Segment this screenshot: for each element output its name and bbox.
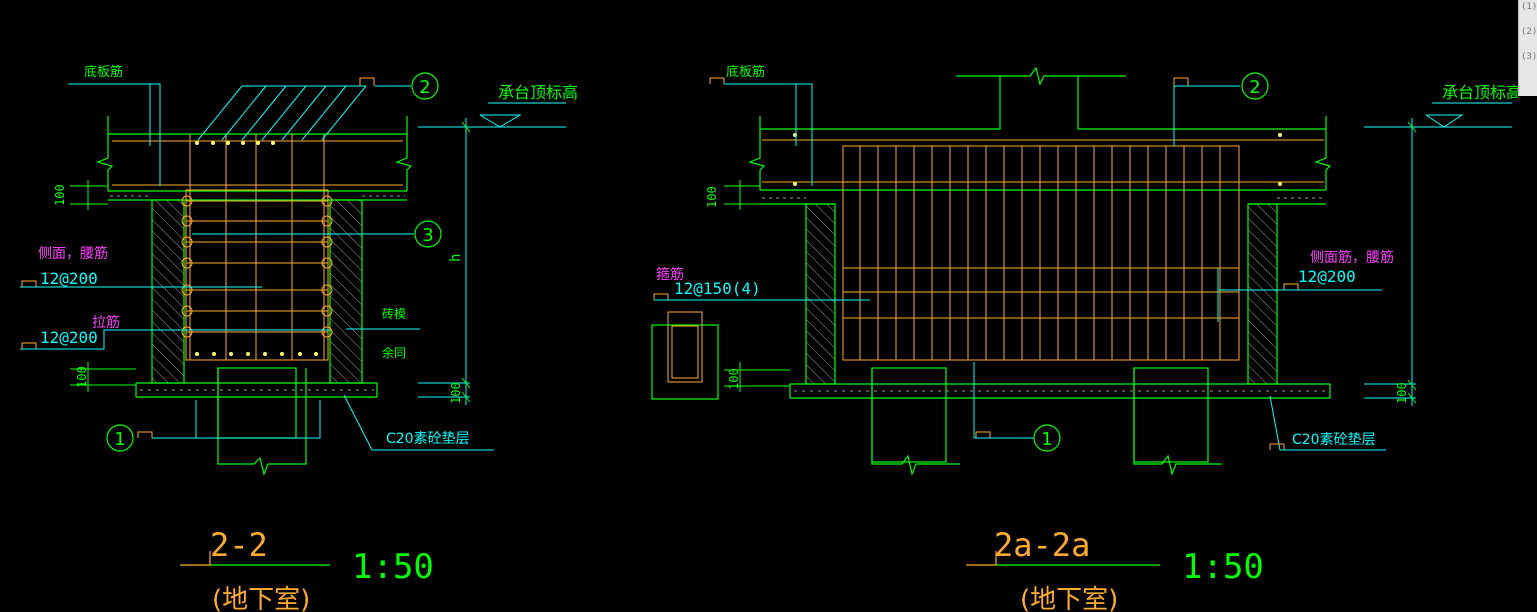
spec-flags <box>21 77 375 438</box>
section-title: 2a-2a <box>994 526 1090 564</box>
section-scale: 1:50 <box>1182 547 1264 587</box>
marker-2-label: 2 <box>419 77 430 98</box>
side-panel-item[interactable]: (3) <box>1521 52 1537 62</box>
top-elevation-label: 承台顶标高 <box>1442 83 1518 102</box>
section-scale: 1:50 <box>352 547 434 587</box>
slab-outline <box>96 116 413 476</box>
rebar-verticals <box>859 146 1221 360</box>
marker-2[interactable]: 2 <box>1241 72 1269 100</box>
concrete-texture <box>110 195 405 391</box>
remaining-label: 余同 <box>382 345 406 360</box>
marker-1-label: 1 <box>114 429 125 450</box>
slab-outline <box>651 66 1332 477</box>
concrete-texture <box>762 197 1326 392</box>
stirrup-spec: 12@150(4) <box>674 279 761 298</box>
stirrup-label: 箍筋 <box>656 266 684 283</box>
section-2a-2a: 2 1 底板筋 承台顶标高 箍筋 12@150(4) 侧面筋，腰筋 12@200… <box>651 64 1518 612</box>
marker-2[interactable]: 2 <box>411 72 439 100</box>
side-bar-label: 侧面，腰筋 <box>38 245 108 262</box>
rebar-dots <box>793 133 1282 186</box>
marker-1[interactable]: 1 <box>106 424 134 452</box>
section-subtitle: (地下室) <box>212 585 310 612</box>
side-bar-spec: 12@200 <box>40 269 98 288</box>
dim-100-b: 100 <box>75 366 89 388</box>
bottom-bar-label: 底板筋 <box>84 64 123 80</box>
side-bar-spec: 12@200 <box>1298 267 1356 286</box>
section-title: 2-2 <box>210 526 268 564</box>
dim-100-c: 100 <box>1395 382 1409 404</box>
section-subtitle: (地下室) <box>1020 585 1118 612</box>
tie-bar-label: 拉筋 <box>92 314 120 331</box>
section-2-2: 2 3 1 底板筋 承台顶标高 侧面，腰筋 12@200 拉筋 12@200 砖… <box>20 64 578 612</box>
rebar-cage <box>112 134 403 361</box>
dim-lines <box>724 121 1417 404</box>
dim-100-b: 100 <box>727 368 741 390</box>
title-2a-2a: 2a-2a 1:50 (地下室) <box>966 526 1264 612</box>
dim-100-c: 100 <box>449 382 463 404</box>
bottom-bar-label: 底板筋 <box>726 64 765 80</box>
bedding-label: C20素砼垫层 <box>386 431 470 447</box>
tie-bar-spec: 12@200 <box>40 328 98 347</box>
dim-100-a: 100 <box>705 186 719 208</box>
spec-flags <box>653 77 1299 450</box>
side-bar-label: 侧面筋，腰筋 <box>1310 249 1394 266</box>
leader-lines <box>654 83 1512 451</box>
marker-1[interactable]: 1 <box>1033 424 1061 452</box>
side-panel-item[interactable]: (2) <box>1521 27 1537 37</box>
leader-lines <box>20 83 566 451</box>
marker-3[interactable]: 3 <box>414 220 442 248</box>
side-panel: (1) (2) (3) <box>1518 0 1537 96</box>
rebar-grid <box>667 139 1324 383</box>
brick-form-label: 砖模 <box>382 306 406 321</box>
side-panel-item[interactable]: (1) <box>1521 2 1537 12</box>
dim-h: h <box>448 254 464 262</box>
rebar-dots <box>195 141 318 356</box>
bedding-label: C20素砼垫层 <box>1292 432 1376 448</box>
dim-lines <box>70 121 471 403</box>
dim-100-a: 100 <box>53 184 67 206</box>
title-2-2: 2-2 1:50 (地下室) <box>180 526 434 612</box>
marker-3-label: 3 <box>422 225 433 246</box>
top-elevation-label: 承台顶标高 <box>498 83 578 102</box>
marker-1-label: 1 <box>1041 429 1052 450</box>
marker-2-label: 2 <box>1249 77 1260 98</box>
